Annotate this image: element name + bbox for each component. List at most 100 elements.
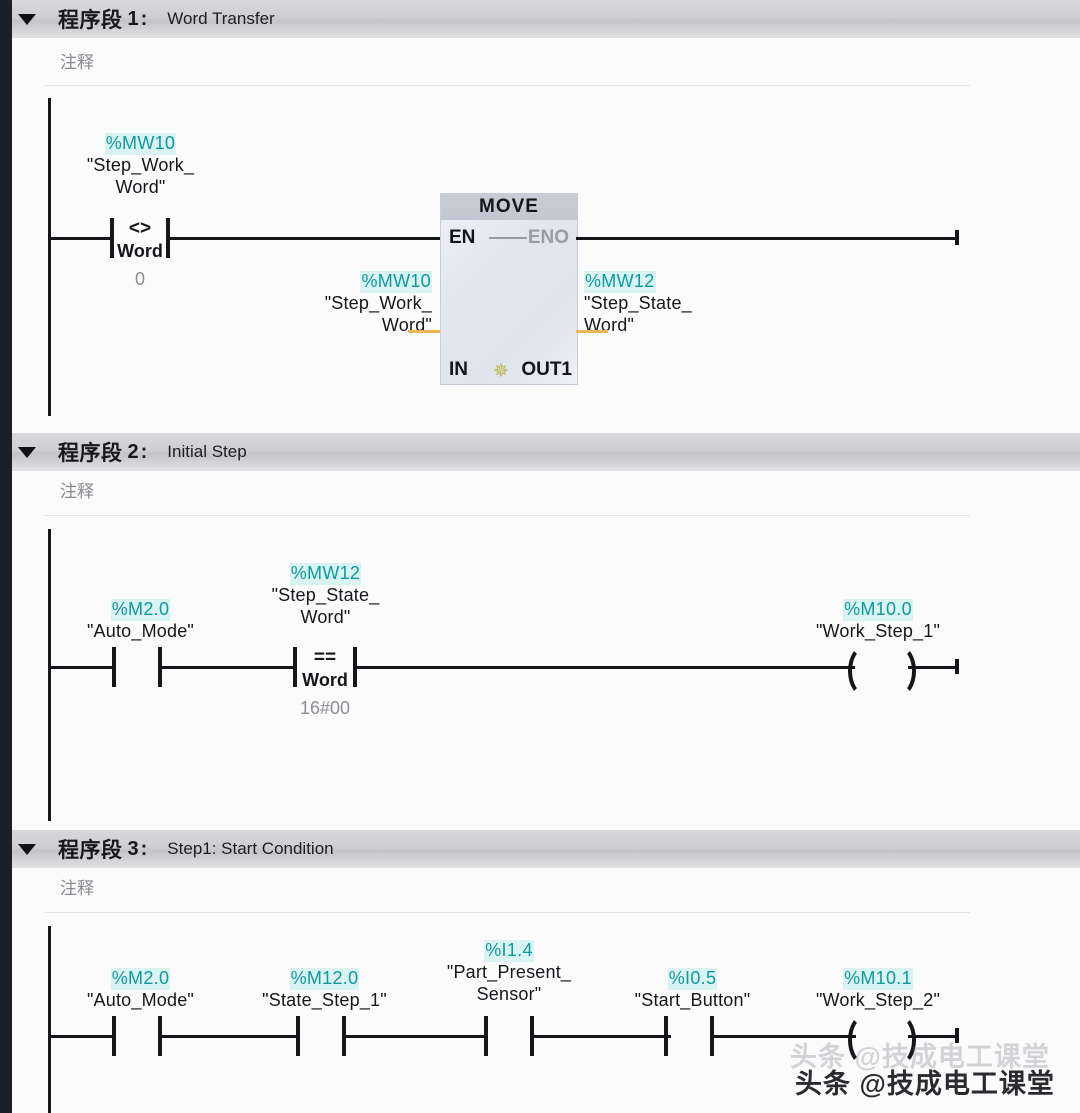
contact-3-1[interactable]	[112, 1016, 162, 1056]
network-2-title: Initial Step	[167, 442, 247, 461]
network-3-title: Step1: Start Condition	[167, 839, 334, 858]
compare-contact-1-symbol-line1: "Step_Work_	[86, 154, 195, 175]
coil-paren-right	[882, 1014, 916, 1066]
network-3-colon: :	[140, 837, 148, 860]
coil-paren-left	[848, 645, 882, 697]
contact-3-2-address: %M12.0	[289, 968, 360, 990]
rung-3-wire-5	[908, 1035, 958, 1038]
coil-3[interactable]	[848, 1014, 916, 1066]
move-out-symbol-line2: Word"	[584, 314, 635, 335]
compare-contact-1-address: %MW10	[104, 133, 177, 155]
network-2-label: 程序段	[58, 442, 123, 465]
rung-3-wire-3	[532, 1035, 671, 1038]
network-1-header[interactable]: 程序段 1 : Word Transfer	[0, 0, 1080, 39]
coil-2-operand[interactable]: %M10.0 "Work_Step_1"	[793, 599, 963, 643]
compare-contact-1-operand-value: 0	[134, 269, 145, 289]
move-in-operand[interactable]: %MW10 "Step_Work_ Word"	[272, 271, 432, 337]
compare-contact-2-operand[interactable]: %MW12 "Step_State_ Word"	[248, 563, 403, 629]
network-2-comment[interactable]: 注释	[60, 482, 94, 501]
contact-3-3-operand[interactable]: %I1.4 "Part_Present_ Sensor"	[428, 940, 590, 1006]
coil-3-symbol: "Work_Step_2"	[815, 989, 941, 1010]
compare-contact-2-address: %MW12	[289, 563, 362, 585]
contact-bar-left	[296, 1016, 300, 1056]
contact-3-2-operand[interactable]: %M12.0 "State_Step_1"	[247, 968, 402, 1012]
rung-2-wire-0	[48, 666, 114, 669]
contact-2-1-operand[interactable]: %M2.0 "Auto_Mode"	[63, 599, 218, 643]
contact-3-1-operand[interactable]: %M2.0 "Auto_Mode"	[63, 968, 218, 1012]
app-left-edge	[0, 0, 12, 1113]
compare-contact-1-symbol-line2: Word"	[115, 176, 166, 197]
coil-2[interactable]	[848, 645, 916, 697]
move-out-operand[interactable]: %MW12 "Step_State_ Word"	[584, 271, 754, 337]
rung-1-wire-right	[576, 237, 958, 240]
chevron-down-icon[interactable]	[18, 446, 36, 458]
contact-3-2[interactable]	[296, 1016, 346, 1056]
coil-paren-right	[882, 645, 916, 697]
move-block-header: MOVE	[441, 194, 577, 220]
rung-3-wire-0	[48, 1035, 114, 1038]
move-block-en-pin: EN	[449, 227, 476, 248]
contact-3-3-symbol-line1: "Part_Present_	[446, 961, 572, 982]
contact-3-4-symbol: "Start_Button"	[634, 989, 751, 1010]
contact-bar-left	[664, 1016, 668, 1056]
move-block-eno-pin: ENO	[527, 227, 569, 248]
rung-3-wire-1	[160, 1035, 297, 1038]
contact-2-1-symbol: "Auto_Mode"	[86, 620, 195, 641]
coil-paren-left	[848, 1014, 882, 1066]
move-in-symbol-line1: "Step_Work_	[324, 292, 432, 313]
network-2-divider	[45, 515, 970, 516]
rung-1-wire-mid	[168, 237, 440, 240]
rung-2-wire-3	[908, 666, 958, 669]
network-3-divider	[45, 912, 970, 913]
network-3-header[interactable]: 程序段 3 : Step1: Start Condition	[0, 830, 1080, 869]
coil-3-address: %M10.1	[843, 968, 913, 990]
contact-3-4-address: %I0.5	[667, 968, 718, 990]
rung-2-terminator	[955, 659, 959, 674]
watermark: 头条 @技成电工课堂	[795, 1069, 1055, 1099]
network-1-title: Word Transfer	[167, 9, 275, 28]
compare-contact-2-operator: ==	[313, 647, 337, 668]
coil-3-operand[interactable]: %M10.1 "Work_Step_2"	[793, 968, 963, 1012]
compare-contact-1-datatype: Word	[117, 241, 163, 261]
network-1-divider	[45, 85, 970, 86]
chevron-down-icon[interactable]	[18, 13, 36, 25]
compare-contact-1-operator: <>	[128, 218, 152, 239]
starburst-icon: ✵	[493, 361, 509, 382]
network-1-body: 注释 %MW10 "Step_Work_ Word" <> Word 0 MOV…	[0, 38, 1080, 433]
chevron-down-icon[interactable]	[18, 843, 36, 855]
contact-3-4-operand[interactable]: %I0.5 "Start_Button"	[615, 968, 770, 1012]
rung-3-wire-2	[344, 1035, 484, 1038]
move-block-out1-pin: OUT1	[521, 359, 572, 380]
contact-bar-left	[110, 218, 114, 258]
network-3-label: 程序段	[58, 839, 123, 862]
network-2-body: 注释 %M2.0 "Auto_Mode" %MW12 "Step_State_ …	[0, 471, 1080, 830]
move-out-wire	[576, 330, 608, 333]
move-in-symbol-line2: Word"	[381, 314, 432, 335]
contact-bar-left	[293, 647, 297, 687]
power-rail-1	[48, 98, 51, 416]
compare-contact-2-datatype: Word	[302, 670, 348, 690]
move-block[interactable]: MOVE EN ENO IN ✵ OUT1	[440, 193, 578, 385]
network-1-colon: :	[140, 7, 148, 30]
contact-3-4[interactable]	[664, 1016, 714, 1056]
power-rail-2	[48, 529, 51, 821]
rung-3-terminator	[955, 1028, 959, 1043]
network-3-comment[interactable]: 注释	[60, 879, 94, 898]
move-out-address: %MW12	[584, 271, 656, 293]
rung-1-terminator	[955, 230, 959, 245]
rung-1-wire-left	[48, 237, 112, 240]
coil-2-symbol: "Work_Step_1"	[815, 620, 941, 641]
compare-contact-1-operand[interactable]: %MW10 "Step_Work_ Word"	[63, 133, 218, 199]
contact-3-2-symbol: "State_Step_1"	[262, 989, 387, 1010]
network-2-header[interactable]: 程序段 2 : Initial Step	[0, 433, 1080, 472]
contact-3-3[interactable]	[484, 1016, 534, 1056]
network-1-comment[interactable]: 注释	[60, 53, 94, 72]
move-block-name: MOVE	[479, 196, 539, 217]
network-1-label: 程序段	[58, 9, 123, 32]
contact-2-1[interactable]	[112, 647, 162, 687]
move-in-address: %MW10	[360, 271, 432, 293]
compare-contact-2-symbol-line1: "Step_State_	[271, 584, 380, 605]
rung-2-wire-2	[355, 666, 855, 669]
network-3-number: 3	[127, 837, 139, 860]
